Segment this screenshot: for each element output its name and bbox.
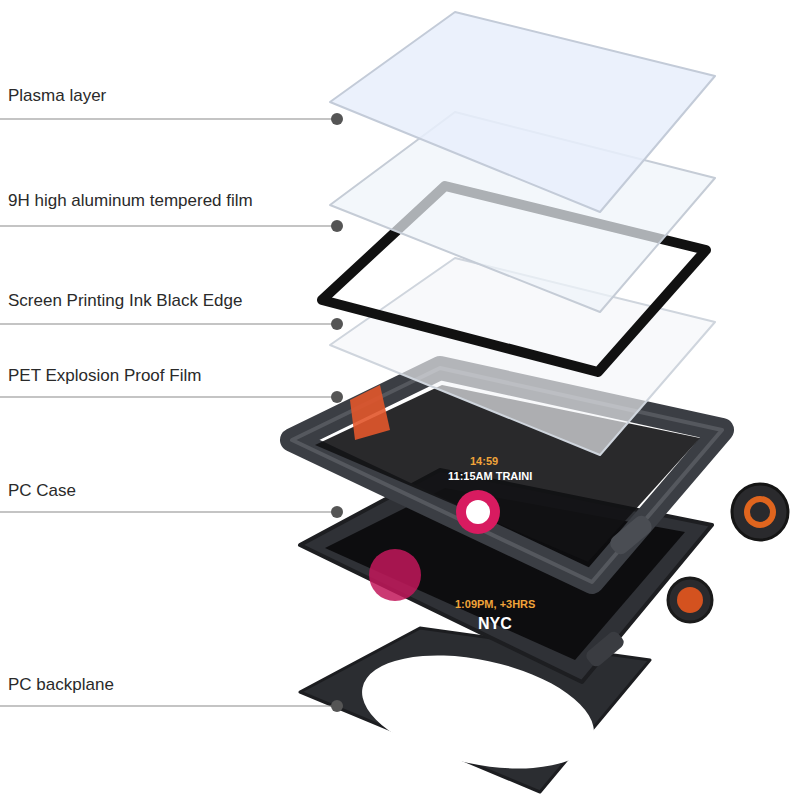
part-label: Screen Printing Ink Black Edge bbox=[8, 291, 242, 311]
part-label: PC Case bbox=[8, 481, 76, 501]
part-label: Plasma layer bbox=[8, 86, 106, 106]
screen-text: 14:59 bbox=[470, 455, 498, 468]
part-label: PET Explosion Proof Film bbox=[8, 366, 201, 386]
leader-dots bbox=[331, 113, 343, 712]
screen-text: NYC bbox=[478, 614, 512, 633]
part-label: 9H high aluminum tempered film bbox=[8, 191, 253, 211]
screen-text: 1:09PM, +3HRS bbox=[455, 598, 535, 611]
part-label: PC backplane bbox=[8, 675, 114, 695]
leader-lines bbox=[0, 119, 337, 706]
plasma-layer-part bbox=[330, 12, 715, 212]
backplane-part bbox=[300, 628, 650, 792]
screen-text: 11:15AM TRAINI bbox=[448, 470, 532, 483]
